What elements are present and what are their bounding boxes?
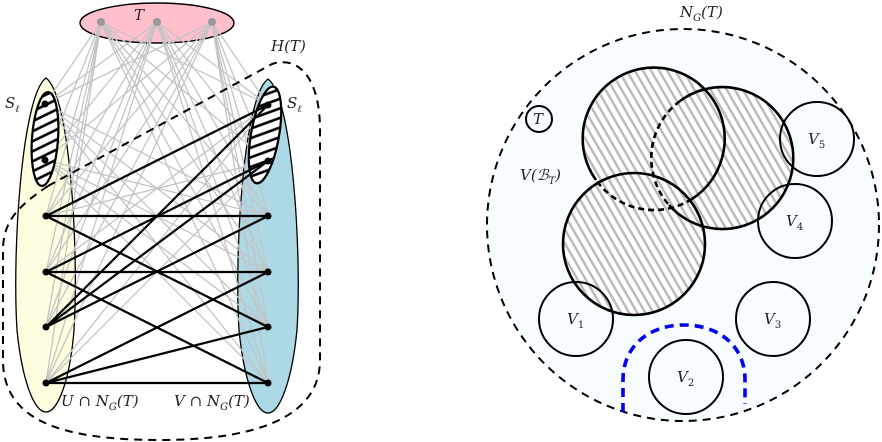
vertex bbox=[264, 323, 272, 331]
vertex bbox=[264, 101, 272, 109]
t-vertex bbox=[153, 18, 161, 26]
vertex bbox=[42, 323, 50, 331]
component-v5: V5 bbox=[779, 101, 855, 177]
component-label: V5 bbox=[808, 130, 825, 151]
component-label: V4 bbox=[786, 212, 803, 233]
gray-edge bbox=[100, 21, 269, 217]
component-label: V2 bbox=[677, 368, 694, 389]
left-s-ell-hatched bbox=[30, 91, 60, 187]
component-circle bbox=[757, 183, 833, 259]
gray-edge bbox=[45, 160, 269, 217]
gray-edge bbox=[100, 21, 269, 162]
black-edge bbox=[45, 271, 269, 384]
gray-edge bbox=[45, 21, 158, 217]
gray-edge bbox=[156, 21, 269, 106]
neighborhood-label: NG(T) bbox=[679, 3, 723, 24]
gray-edge bbox=[44, 21, 213, 105]
hatched-circle-outlines bbox=[561, 66, 795, 317]
black-edge bbox=[45, 104, 269, 217]
gray-edge bbox=[211, 21, 269, 106]
t-node-label: T bbox=[533, 110, 544, 128]
u-side-region bbox=[15, 77, 76, 413]
component-label: V1 bbox=[567, 310, 584, 331]
vertex bbox=[264, 379, 272, 387]
vertex bbox=[264, 212, 272, 220]
t-nodes bbox=[97, 18, 216, 26]
left-diagram: T H(T) Sℓ Sℓ U ∩ NG(T) V ∩ NG(T) bbox=[1, 2, 321, 442]
vertex bbox=[264, 268, 272, 276]
graph-nodes bbox=[41, 100, 272, 387]
vertex bbox=[264, 157, 272, 165]
left-s-ell-label: Sℓ bbox=[5, 94, 19, 115]
component-v1: V1 bbox=[538, 281, 614, 357]
vertex bbox=[42, 268, 50, 276]
v-intersect-label: V ∩ NG(T) bbox=[174, 392, 250, 413]
t-node-circle bbox=[525, 105, 553, 133]
gray-edge bbox=[156, 21, 269, 217]
gray-edge bbox=[45, 21, 102, 273]
matching-edges bbox=[45, 104, 269, 385]
u-intersect-label: U ∩ NG(T) bbox=[61, 392, 139, 413]
v2-highlight-arc bbox=[621, 323, 747, 412]
component-circle bbox=[538, 281, 614, 357]
gray-edge bbox=[44, 21, 158, 105]
component-v3: V3 bbox=[735, 281, 811, 357]
gray-edge bbox=[44, 21, 213, 161]
component-circle bbox=[735, 281, 811, 357]
component-v4: V4 bbox=[757, 183, 833, 259]
right-s-ell-label: Sℓ bbox=[287, 94, 301, 115]
t-vertex bbox=[208, 18, 216, 26]
vertex bbox=[42, 379, 50, 387]
component-circle bbox=[779, 101, 855, 177]
gray-edge bbox=[211, 21, 269, 273]
vertex bbox=[41, 100, 49, 108]
gray-edge bbox=[44, 21, 102, 105]
black-edge bbox=[45, 160, 269, 328]
black-edge bbox=[45, 325, 269, 385]
gray-edge bbox=[44, 21, 158, 161]
h-of-t-boundary bbox=[1, 61, 321, 442]
gray-edge bbox=[45, 21, 213, 217]
component-v2: V2 bbox=[648, 339, 724, 415]
black-edge bbox=[45, 215, 269, 328]
component-circle bbox=[648, 339, 724, 415]
component-label: V3 bbox=[764, 310, 781, 331]
v-b-t-label: V(ℬT) bbox=[520, 166, 561, 187]
h-of-t-label: H(T) bbox=[270, 37, 306, 55]
t-vertex bbox=[97, 18, 105, 26]
t-label: T bbox=[134, 6, 145, 24]
vertex bbox=[41, 156, 49, 164]
black-edge bbox=[45, 104, 269, 328]
gray-edge bbox=[45, 21, 213, 273]
vertex bbox=[42, 212, 50, 220]
